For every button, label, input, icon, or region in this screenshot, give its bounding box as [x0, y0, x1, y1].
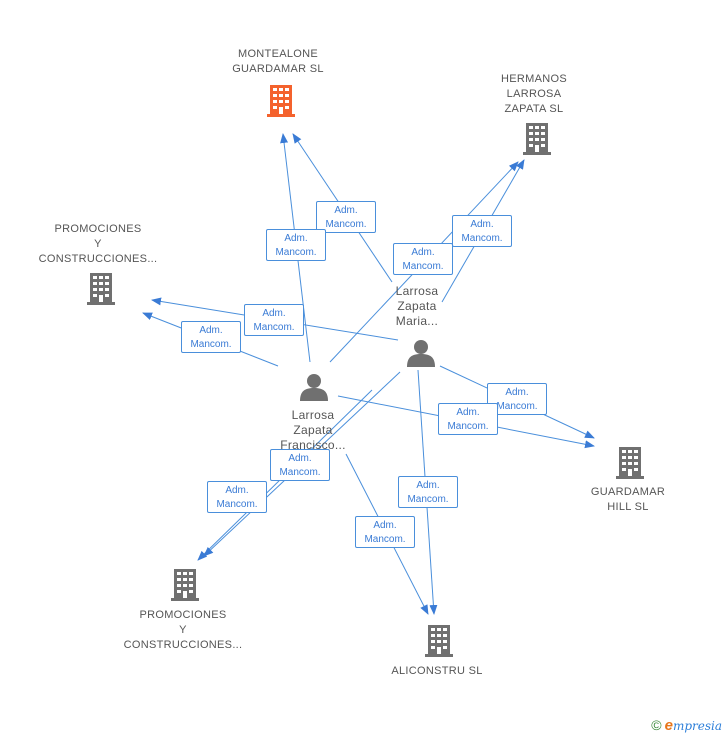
edge-label-line: Mancom.: [190, 339, 232, 350]
company-label-montealone[interactable]: MONTEALONE GUARDAMAR SL: [218, 47, 338, 77]
edge-label-adm-mancom[interactable]: Adm. Mancom.: [266, 229, 326, 261]
edge-label-line: Adm.: [456, 407, 480, 418]
label-line: GUARDAMAR: [590, 486, 666, 498]
edge-label-line: Adm.: [373, 520, 397, 531]
edge-label-adm-mancom[interactable]: Adm. Mancom.: [452, 215, 512, 247]
brand-rest: mpresia: [672, 718, 722, 733]
label-line: HILL SL: [607, 501, 649, 513]
edge-label-line: Mancom.: [496, 401, 538, 412]
label-line: CONSTRUCCIONES...: [38, 253, 158, 265]
edge-label-line: Mancom.: [216, 499, 258, 510]
edge-label-line: Mancom.: [461, 233, 503, 244]
edge-label-adm-mancom[interactable]: Adm. Mancom.: [393, 243, 453, 275]
label-line: Y: [94, 238, 102, 250]
edge-label-line: Adm.: [199, 325, 223, 336]
person-label-maria[interactable]: Larrosa Zapata Maria...: [377, 284, 457, 329]
building-icon[interactable]: [169, 568, 201, 602]
label-line: MONTEALONE: [237, 48, 318, 60]
edge-label-adm-mancom[interactable]: Adm. Mancom.: [438, 403, 498, 435]
label-line: GUARDAMAR SL: [232, 63, 324, 75]
company-label-promociones-bottom[interactable]: PROMOCIONES Y CONSTRUCCIONES...: [123, 608, 243, 653]
label-line: Y: [179, 624, 187, 636]
edge-label-line: Adm.: [262, 308, 286, 319]
building-icon[interactable]: [265, 84, 297, 118]
edge-label-line: Adm.: [334, 205, 358, 216]
label-line: PROMOCIONES: [54, 223, 142, 235]
label-line: LARROSA: [506, 88, 562, 100]
person-label-francisco[interactable]: Larrosa Zapata Francisco...: [268, 408, 358, 453]
company-label-promociones-top[interactable]: PROMOCIONES Y CONSTRUCCIONES...: [38, 222, 158, 267]
building-icon[interactable]: [85, 272, 117, 306]
edge-label-adm-mancom[interactable]: Adm. Mancom.: [244, 304, 304, 336]
person-icon[interactable]: [299, 372, 329, 402]
label-line: Zapata: [397, 299, 437, 313]
label-line: ALICONSTRU SL: [391, 665, 483, 677]
label-line: Larrosa: [291, 408, 335, 422]
label-line: Maria...: [395, 314, 439, 328]
edge-label-line: Mancom.: [253, 322, 295, 333]
edge-label-adm-mancom[interactable]: Adm. Mancom.: [181, 321, 241, 353]
edge-label-line: Adm.: [416, 480, 440, 491]
edge-label-line: Adm.: [505, 387, 529, 398]
edge-label-line: Adm.: [470, 219, 494, 230]
edge-label-line: Adm.: [411, 247, 435, 258]
edge-label-line: Mancom.: [447, 421, 489, 432]
edge-label-line: Mancom.: [364, 534, 406, 545]
person-icon[interactable]: [406, 338, 436, 368]
edge-label-adm-mancom[interactable]: Adm. Mancom.: [270, 449, 330, 481]
label-line: HERMANOS: [501, 73, 567, 85]
building-icon[interactable]: [614, 446, 646, 480]
label-line: Francisco...: [280, 438, 346, 452]
edge-label-adm-mancom[interactable]: Adm. Mancom.: [316, 201, 376, 233]
brand-initial: e: [664, 716, 673, 734]
label-line: PROMOCIONES: [139, 609, 227, 621]
company-label-guardamar-hill[interactable]: GUARDAMAR HILL SL: [568, 485, 688, 515]
label-line: Larrosa: [395, 284, 439, 298]
building-icon[interactable]: [423, 624, 455, 658]
edge-label-line: Adm.: [225, 485, 249, 496]
edge-label-adm-mancom[interactable]: Adm. Mancom.: [355, 516, 415, 548]
edge-label-line: Adm.: [284, 233, 308, 244]
edge-label-line: Mancom.: [402, 261, 444, 272]
edge-label-line: Adm.: [288, 453, 312, 464]
company-label-aliconstru[interactable]: ALICONSTRU SL: [377, 664, 497, 679]
brand-logo: empresia: [665, 717, 722, 734]
label-line: CONSTRUCCIONES...: [123, 639, 243, 651]
edge-label-line: Mancom.: [325, 219, 367, 230]
brand-footer: © empresia: [651, 716, 722, 734]
edge-label-line: Mancom.: [407, 494, 449, 505]
label-line: Zapata: [293, 423, 333, 437]
edge-label-line: Mancom.: [275, 247, 317, 258]
building-icon[interactable]: [521, 122, 553, 156]
copyright-icon: ©: [651, 717, 662, 733]
company-label-hermanos[interactable]: HERMANOS LARROSA ZAPATA SL: [474, 72, 594, 117]
edge-label-adm-mancom[interactable]: Adm. Mancom.: [398, 476, 458, 508]
edge-label-adm-mancom[interactable]: Adm. Mancom.: [207, 481, 267, 513]
edge-label-line: Mancom.: [279, 467, 321, 478]
label-line: ZAPATA SL: [504, 103, 564, 115]
